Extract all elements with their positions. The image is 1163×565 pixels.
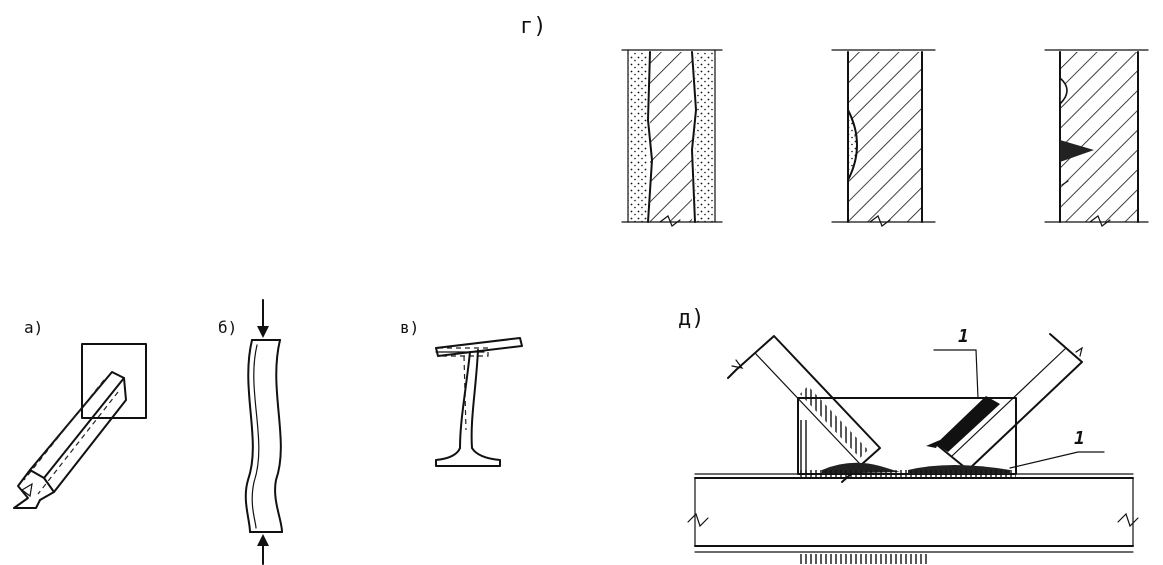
label-a: а) [24,318,43,337]
panel-b-buckled-member: б) [218,299,283,565]
label-g: г) [520,14,547,39]
left-diagonal [727,335,881,483]
callout-1-lower-label: 1 [1074,428,1085,449]
section-pit-corrosion [1044,49,1149,227]
panel-g-corrosion: г) [520,14,1149,227]
panel-v-twisted-beam: в) [400,318,523,467]
callout-1-lower: 1 [1009,428,1105,469]
label-b: б) [218,318,237,337]
callout-1-upper-label: 1 [958,326,969,347]
section-local-corrosion [831,49,936,227]
panel-d-weld-node: д) [678,306,1139,564]
callout-1-upper: 1 [933,326,979,399]
right-diagonal [926,333,1083,471]
panel-a-bent-brace: а) [13,318,147,509]
gusset-plate [81,343,147,419]
label-v: в) [400,318,419,337]
label-d: д) [678,306,705,331]
section-uniform-corrosion [621,49,723,227]
